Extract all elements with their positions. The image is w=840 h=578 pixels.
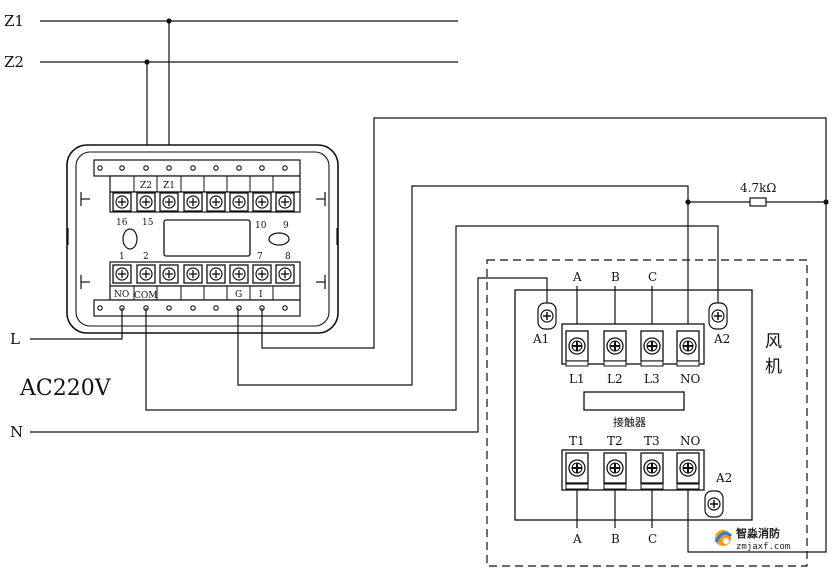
terminal-screw-icon [206,192,226,212]
coil-terminal-a1 [537,302,557,330]
screw-hole [190,305,196,311]
terminal-screw-icon [112,192,132,212]
phase-label-b-bottom: B [611,532,620,546]
screw-hole [190,165,196,171]
screw-hole [236,165,242,171]
contactor-name: 接触器 [613,415,646,429]
terminal-screw-icon [229,264,249,284]
terminal-label-z2: Z2 [140,181,152,191]
watermark-url: zmjaxf.com [736,542,790,552]
terminal-label-no: NO [114,290,129,300]
z2-label: Z2 [4,53,24,71]
fan-enclosure [486,259,808,567]
terminal-label-z1: Z1 [163,181,175,191]
watermark-name: 智淼消防 [736,526,780,540]
phase-label-a-bottom: A [572,532,582,546]
terminal-label-g: G [235,290,242,300]
terminal-label-t3: T3 [644,434,660,448]
l-label: L [10,330,20,348]
terminal-number-10: 10 [255,221,267,231]
terminal-screw-icon [275,192,295,212]
terminal-label-t2: T2 [607,434,623,448]
terminal-screw-icon [136,192,156,212]
screw-hole [143,165,149,171]
terminal-number-8: 8 [285,252,291,262]
fan-label-1: 风 [765,332,782,352]
n-label: N [10,423,23,441]
screw-hole [97,305,103,311]
terminal-label-no-top: NO [680,372,701,386]
terminal-number-15: 15 [142,218,154,228]
coil-label-a2: A2 [713,332,730,346]
terminal-screw-icon [252,264,272,284]
phase-label-b-top: B [611,270,620,284]
screw-hole [166,165,172,171]
terminal-label-l1: L1 [569,372,585,386]
junction-dot [823,199,829,205]
screw-hole [213,165,219,171]
terminal-number-2: 2 [143,252,149,262]
ac-supply-label: AC220V [19,376,112,401]
terminal-screw-icon [252,192,272,212]
terminal-screw-icon [159,192,179,212]
terminal-screw-icon [183,192,203,212]
screw-hole [97,165,103,171]
contactor-nameplate [583,391,685,411]
control-wires [145,117,827,553]
screw-hole [282,305,288,311]
phase-label-c-bottom: C [648,532,657,546]
n-wire [30,277,548,433]
contactor-load-terminals [561,449,705,491]
junction-dot [685,199,691,205]
terminal-label-l2: L2 [607,372,623,386]
terminal-label-l3: L3 [644,372,660,386]
terminal-label-com: COM [134,291,157,301]
z1-label: Z1 [4,12,24,30]
terminal-screw-icon [183,264,203,284]
terminal-label-t1: T1 [569,434,585,448]
screw-hole [119,165,125,171]
coil-label-a2-lower: A2 [715,471,732,485]
terminal-screw-icon [229,192,249,212]
coil-terminal-a2-lower [704,490,724,518]
resistor [749,197,767,207]
phase-label-c-top: C [648,270,657,284]
watermark: 智淼消防 zmjaxf.com [714,526,790,552]
terminal-screw-icon [159,264,179,284]
contactor-line-terminals [561,323,705,367]
screw-hole [213,305,219,311]
screw-hole [259,165,265,171]
control-module [66,144,339,334]
terminal-screw-icon [206,264,226,284]
terminal-number-1: 1 [119,252,125,262]
screw-hole [282,165,288,171]
watermark-logo-icon [714,530,733,546]
terminal-number-7: 7 [257,252,263,262]
phase-label-a-top: A [572,270,582,284]
terminal-label-no-bottom: NO [680,434,701,448]
terminal-screw-icon [275,264,295,284]
contactor-box [514,289,753,521]
coil-label-a1: A1 [532,332,549,346]
screw-hole [166,305,172,311]
terminal-number-16: 16 [116,218,128,228]
terminal-screw-icon [112,264,132,284]
l-wire [30,308,123,340]
terminal-number-9: 9 [283,221,289,231]
coil-terminal-a2 [708,302,728,330]
terminal-label-i: I [259,290,263,300]
terminal-screw-icon [136,264,156,284]
resistor-label: 4.7kΩ [740,181,776,195]
fan-label-2: 机 [765,357,782,377]
